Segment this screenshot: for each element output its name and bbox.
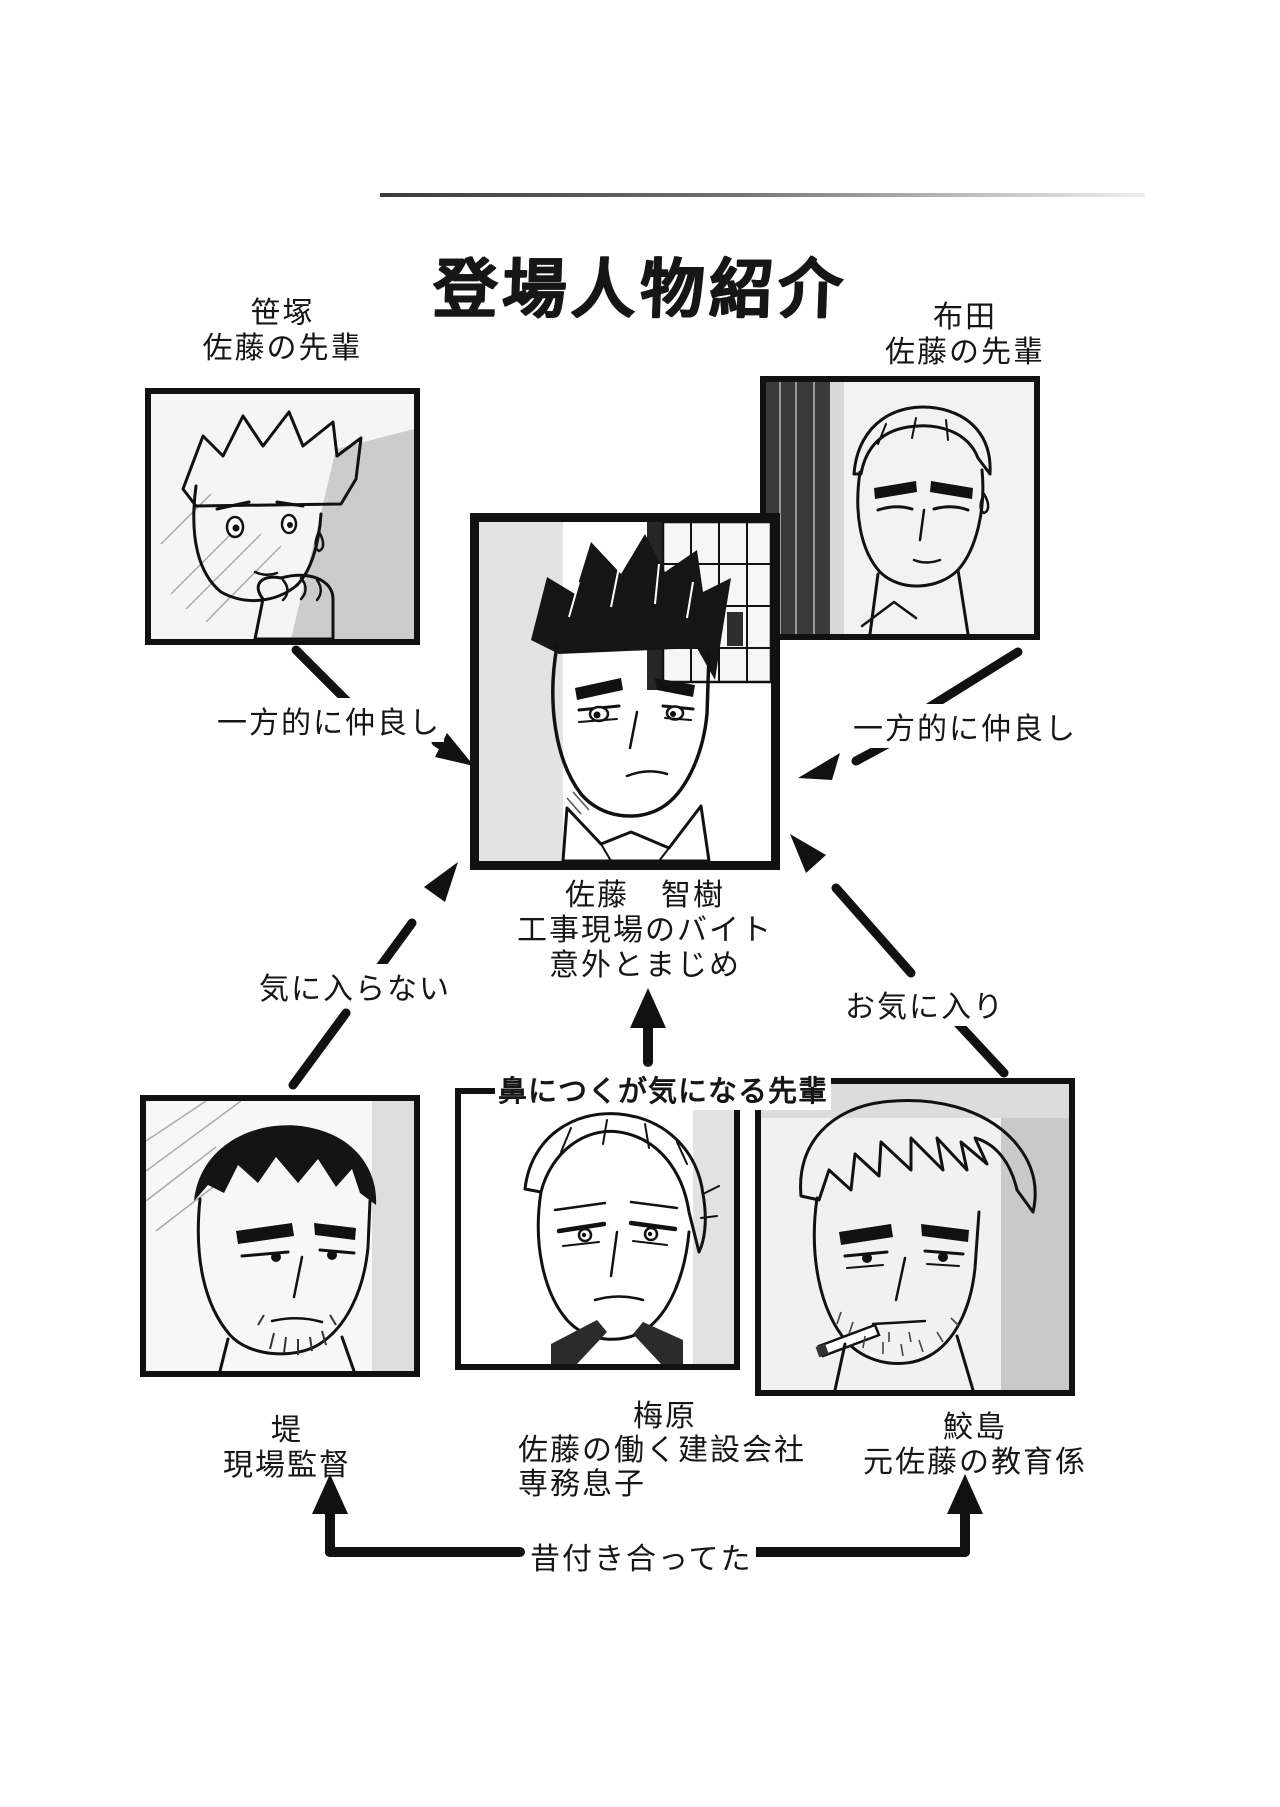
- sato-role1: 工事現場のバイト: [517, 914, 773, 947]
- sato-illustration: [479, 522, 771, 861]
- label-samejima: 鮫島 元佐藤の教育係: [815, 1410, 1135, 1480]
- sasazuka-illustration: [151, 394, 414, 639]
- umehara-role1: 佐藤の働く建設会社: [518, 1434, 806, 1467]
- label-sasazuka: 笹塚 佐藤の先輩: [145, 296, 420, 366]
- label-tsutsumi: 堤 現場監督: [147, 1413, 427, 1483]
- fuda-name: 布田: [933, 301, 997, 334]
- samejima-role: 元佐藤の教育係: [863, 1446, 1087, 1479]
- umehara-illustration: [461, 1094, 734, 1364]
- arrow-umehara-to-sato: [630, 988, 666, 1067]
- relation-label-umehara-sato: 鼻につくが気になる先輩: [495, 1068, 832, 1110]
- samejima-name: 鮫島: [943, 1411, 1007, 1444]
- portrait-fuda: [760, 376, 1040, 640]
- tsutsumi-name: 堤: [271, 1414, 303, 1447]
- sato-name: 佐藤 智樹: [565, 879, 725, 912]
- umehara-name: 梅原: [633, 1400, 697, 1433]
- umehara-role2: 専務息子: [518, 1468, 646, 1501]
- tsutsumi-illustration: [146, 1101, 414, 1371]
- relation-label-sasazuka-sato: 一方的に仲良し: [214, 698, 444, 742]
- relation-label-fuda-sato: 一方的に仲良し: [850, 704, 1080, 748]
- samejima-illustration: [761, 1084, 1069, 1390]
- portrait-sasazuka: [145, 388, 420, 645]
- sasazuka-role: 佐藤の先輩: [202, 332, 363, 365]
- sasazuka-name: 笹塚: [250, 297, 315, 330]
- relation-label-tsutsumi-sato: 気に入らない: [256, 964, 454, 1008]
- scan-artifact-line: [380, 193, 1145, 197]
- portrait-umehara: [455, 1088, 740, 1370]
- relation-label-samejima-sato: お気に入り: [842, 982, 1008, 1026]
- portrait-tsutsumi: [140, 1095, 420, 1377]
- fuda-illustration: [766, 382, 1034, 634]
- label-fuda: 布田 佐藤の先輩: [820, 300, 1110, 370]
- portrait-samejima: [755, 1078, 1075, 1396]
- label-sato: 佐藤 智樹 工事現場のバイト 意外とまじめ: [465, 878, 825, 983]
- relation-label-tsutsumi-samejima: 昔付き合ってた: [527, 1534, 756, 1578]
- label-umehara: 梅原 佐藤の働く建設会社 専務息子: [518, 1400, 918, 1502]
- portrait-sato: [470, 513, 780, 870]
- sato-role2: 意外とまじめ: [549, 949, 741, 982]
- tsutsumi-role: 現場監督: [223, 1449, 351, 1482]
- fuda-role: 佐藤の先輩: [885, 336, 1045, 369]
